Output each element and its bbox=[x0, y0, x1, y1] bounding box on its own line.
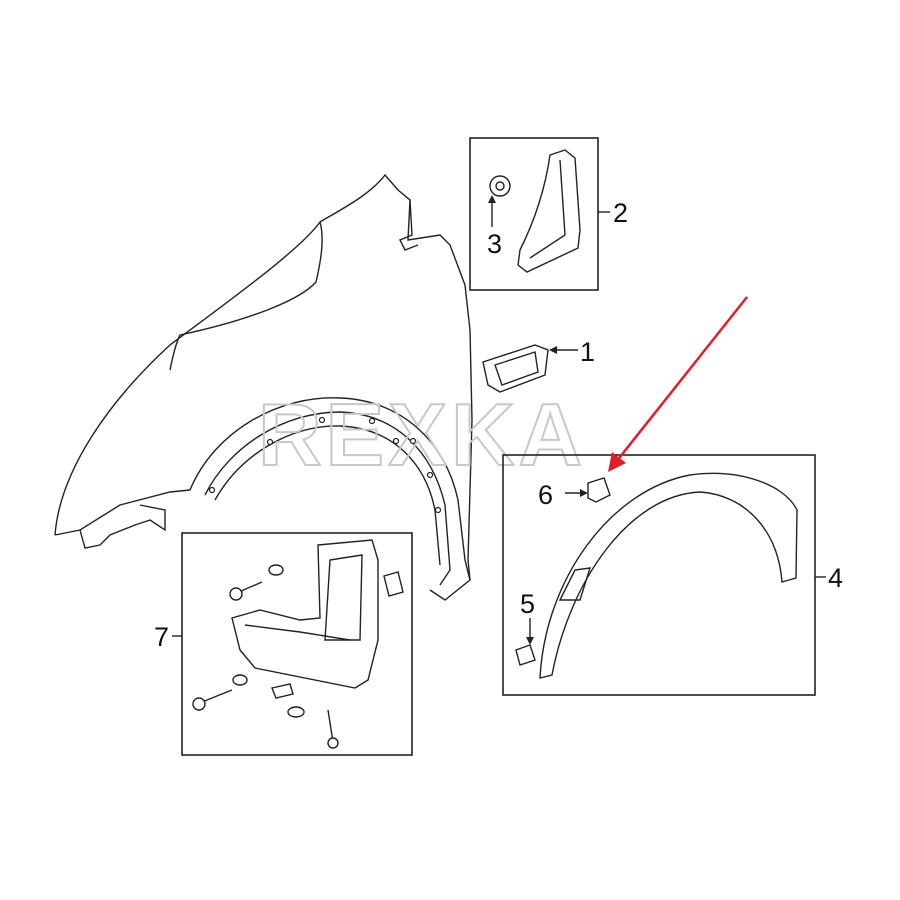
retainer-part bbox=[587, 477, 611, 503]
detail-box-7 bbox=[181, 532, 413, 756]
emblem-part bbox=[482, 344, 549, 393]
watermark: REXKA bbox=[258, 385, 586, 484]
detail-box-4-5-6 bbox=[502, 454, 816, 696]
callout-7[interactable]: 7 bbox=[154, 622, 169, 652]
highlight-arrow bbox=[608, 296, 748, 472]
callout-4[interactable]: 4 bbox=[828, 563, 843, 593]
callout-1[interactable]: 1 bbox=[580, 337, 595, 367]
clip-part bbox=[515, 644, 536, 666]
fender-trim-panel bbox=[517, 149, 581, 273]
mud-guard-hardware bbox=[192, 564, 404, 749]
nut-part bbox=[489, 175, 511, 197]
callout-2[interactable]: 2 bbox=[613, 198, 628, 228]
callout-5[interactable]: 5 bbox=[520, 589, 535, 619]
wheel-opening-molding bbox=[539, 472, 798, 679]
fender bbox=[54, 173, 473, 601]
callout-3[interactable]: 3 bbox=[487, 229, 502, 259]
detail-box-2-3 bbox=[469, 137, 599, 291]
callout-6[interactable]: 6 bbox=[538, 480, 553, 510]
mud-guard bbox=[231, 539, 379, 689]
